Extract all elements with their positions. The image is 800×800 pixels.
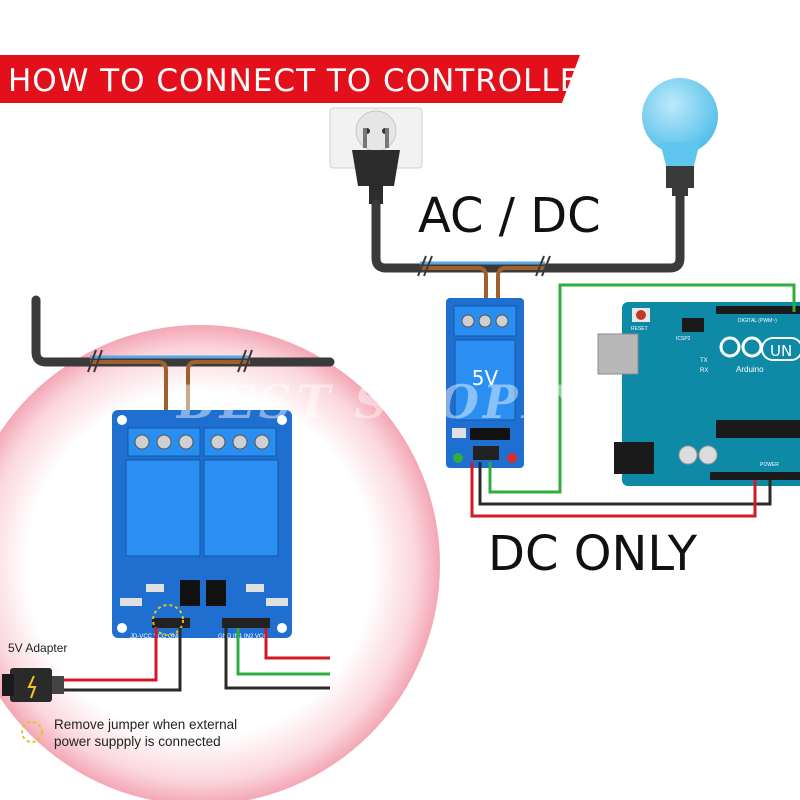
note-jumper-icon xyxy=(21,721,43,743)
mains-cable-bottom xyxy=(31,295,335,367)
relay-module-single xyxy=(446,298,524,468)
brown-wire-a xyxy=(420,266,488,320)
green-in1-wire xyxy=(236,628,330,676)
relay-module-dual xyxy=(112,410,292,638)
watermark: BEST SHOPIN xyxy=(175,375,593,429)
dual-relay-pins-right: GND IN1 IN2 VCC xyxy=(218,634,268,640)
green-signal-wire-top xyxy=(488,283,796,494)
arduino-digital-label: DIGITAL (PWM~) xyxy=(738,318,777,324)
light-bulb xyxy=(642,78,718,196)
arduino-rx-label: RX xyxy=(700,368,708,374)
relay-voltage-label: 5V xyxy=(472,366,499,390)
dc-adapter-jack xyxy=(2,668,64,702)
red-vcc-wire-bottom xyxy=(264,628,330,660)
dc-only-label: DC ONLY xyxy=(488,526,698,582)
arduino-brand: Arduino xyxy=(736,365,764,374)
arduino-logo-text: UN xyxy=(770,342,792,360)
arduino-tx-label: TX xyxy=(700,358,708,364)
red-vcc-wire-top xyxy=(470,462,757,518)
brown-wire-b xyxy=(496,266,545,320)
arduino-reset-label: RESET xyxy=(631,326,648,332)
jumper-note-line1: Remove jumper when external xyxy=(54,717,238,732)
arduino-power-label: POWER xyxy=(760,462,779,468)
title-banner: HOW TO CONNECT TO CONTROLLER xyxy=(0,55,602,103)
adapter-label: 5V Adapter xyxy=(8,641,68,655)
jumper-note-line2: power suppply is connected xyxy=(54,734,221,749)
black-gnd-wire-bottom xyxy=(224,628,330,690)
banner-title: HOW TO CONNECT TO CONTROLLER xyxy=(8,63,603,99)
brown-wire-d xyxy=(186,360,250,430)
arduino-board xyxy=(597,302,800,486)
black-gnd-wire-top xyxy=(478,462,772,506)
jumper-marker xyxy=(152,604,184,636)
brown-wire-c xyxy=(90,360,168,430)
ac-dc-label: AC / DC xyxy=(418,188,601,244)
arduino-icsp-label: ICSP2 xyxy=(676,336,691,342)
red-adapter-wire xyxy=(64,628,158,682)
black-adapter-wire xyxy=(64,628,182,692)
power-plug xyxy=(352,128,400,204)
jumper-note: Remove jumper when external power supppl… xyxy=(54,716,237,750)
